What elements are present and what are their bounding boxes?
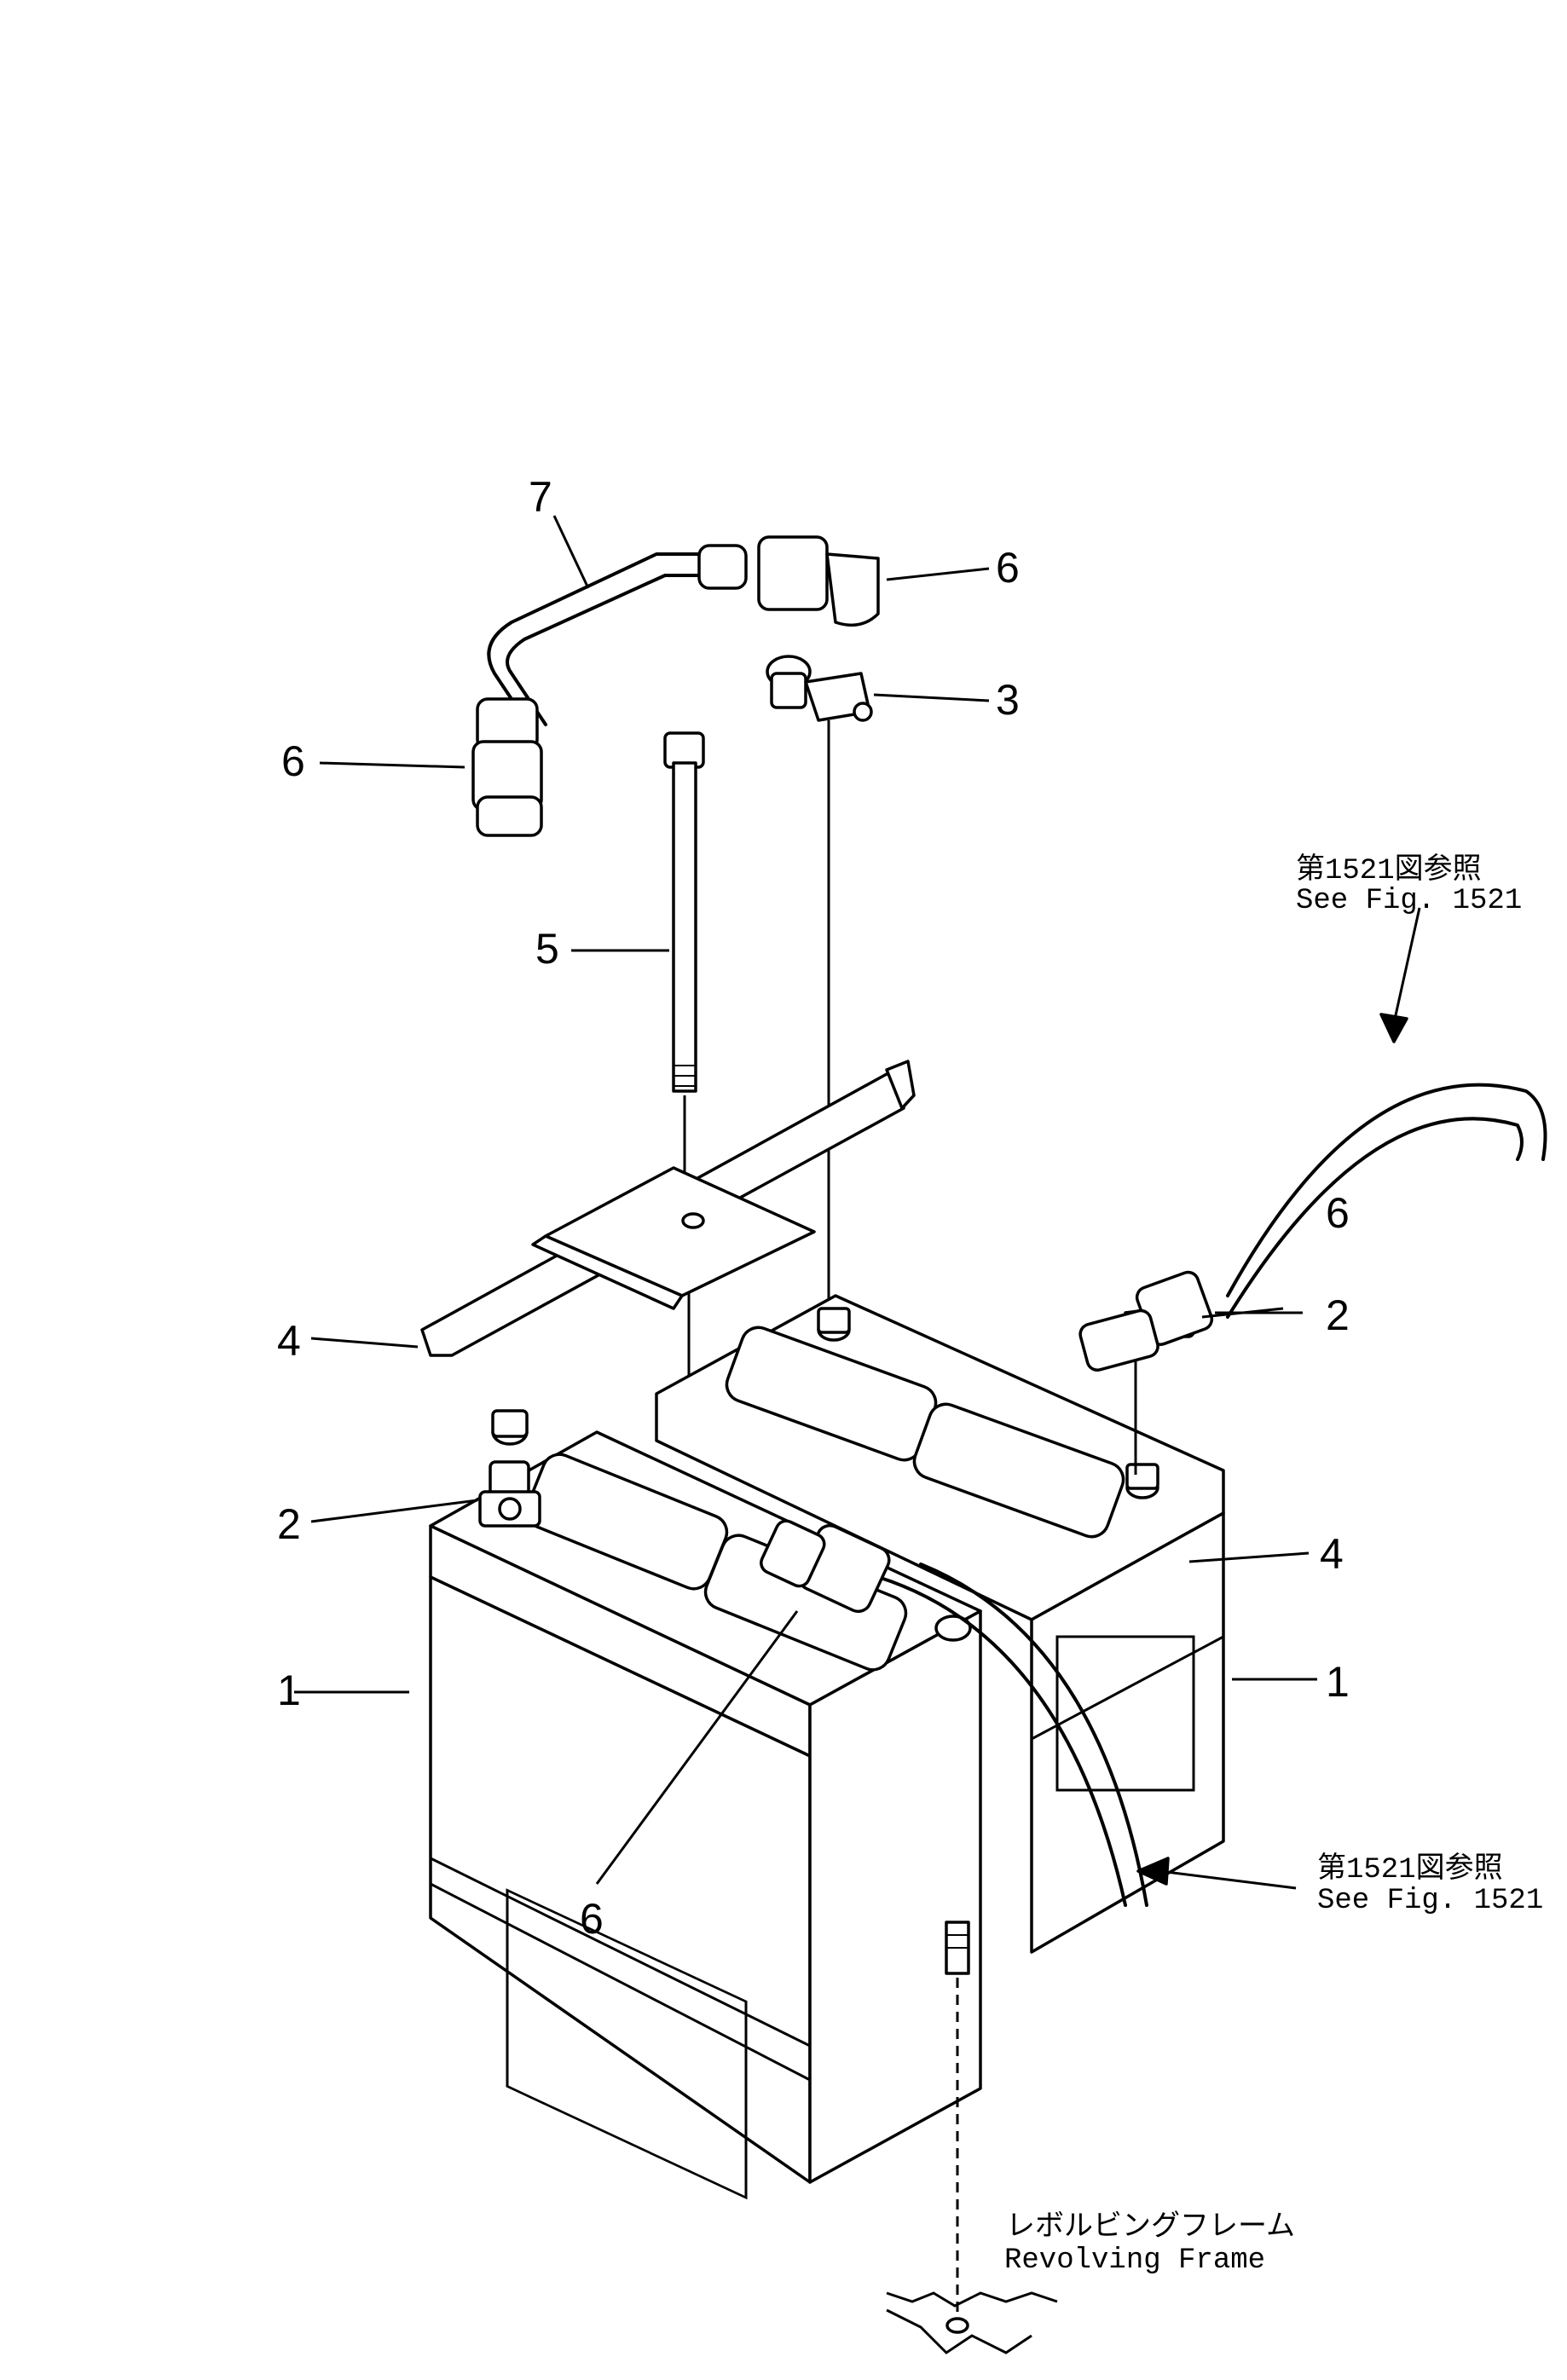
label-part-6-top-left: 6 [281,737,305,785]
label-part-6-cable: 6 [1326,1189,1350,1237]
label-part-1-left: 1 [277,1667,301,1714]
revolving-frame-break-line [886,2291,1058,2354]
label-part-2-left: 2 [277,1500,301,1548]
bolt-part-5 [663,731,705,1441]
label-part-4-left: 4 [277,1317,301,1365]
ref-top-en: See Fig. 1521 [1296,885,1522,917]
terminal-part-2-left [478,1460,541,1528]
ref-top-jp: 第1521図参照 [1296,852,1482,887]
reference-notes: 第1521図参照 See Fig. 1521 第1521図参照 See Fig.… [1004,852,1543,2277]
label-part-2-right: 2 [1326,1291,1350,1339]
cable-bottom [760,1519,1148,1907]
bracket-part-4 [420,1060,916,1357]
label-part-6-bottom: 6 [580,1895,604,1943]
label-part-4-right: 4 [1320,1530,1344,1578]
leader-lines [294,515,1421,1890]
terminal-6-top-right [757,535,829,611]
label-part-7: 7 [529,473,552,521]
terminal-clamp-part-3 [766,655,873,1317]
label-part-3: 3 [996,676,1020,724]
part-labels: 7 6 3 6 5 6 4 2 2 4 1 1 6 [277,473,1350,1943]
label-part-5: 5 [535,925,559,973]
ref-frame-jp: レボルビングフレーム [1006,2210,1295,2244]
ref-bottom-en: See Fig. 1521 [1317,1885,1543,1917]
ref-frame-en: Revolving Frame [1004,2244,1265,2277]
battery-part-1-rear [655,1294,1225,1954]
battery-part-1-front [429,1409,982,2200]
ref-bottom-jp: 第1521図参照 [1317,1851,1503,1886]
label-part-1-right: 1 [1326,1658,1350,1706]
cable-part-7 [471,535,880,837]
cable-right-top [1078,1083,1547,1372]
mounting-stud [945,1921,970,2334]
label-part-6-top-right: 6 [996,544,1020,592]
